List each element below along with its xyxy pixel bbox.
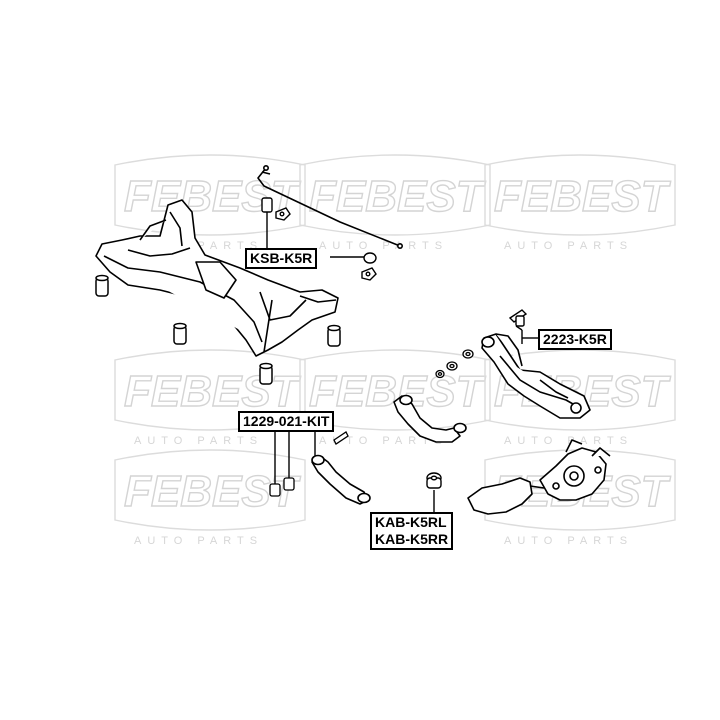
watermark-brand-3: FEBEST [494, 172, 671, 221]
stabilizer-bushing-left [261, 197, 291, 221]
part-number-text-right: KAB-K5RR [375, 531, 449, 547]
part-number-text: 2223-K5R [543, 331, 607, 347]
watermark-brand-4: FEBEST [124, 367, 301, 416]
arm-bushing-1 [462, 349, 474, 359]
knuckle-bushing [426, 472, 442, 489]
watermark-brand-1: FEBEST [124, 172, 301, 221]
watermark-subtitle-5: AUTO PARTS [319, 435, 448, 447]
leader-lines-2223 [515, 325, 538, 344]
watermark-subtitle-3: AUTO PARTS [504, 240, 633, 252]
stabilizer-bar-drawing [257, 165, 403, 250]
leader-lines-1229 [274, 432, 316, 484]
part-label-kab-k5rl-k5rr[interactable]: KAB-K5RL KAB-K5RR [370, 512, 454, 550]
subframe-bushings [95, 274, 341, 385]
subframe-bushing-4 [259, 362, 273, 385]
arm-bolt [508, 309, 528, 327]
watermark-subtitle-4: AUTO PARTS [134, 435, 263, 447]
arm-bushing-2 [446, 361, 458, 371]
stabilizer-bushings [261, 197, 377, 281]
watermark-subtitle-8: AUTO PARTS [504, 535, 633, 547]
watermark-subtitle-7: AUTO PARTS [134, 535, 263, 547]
lateral-link-bushings [269, 477, 295, 497]
watermark-logo: FEBEST AUTO PARTS [299, 154, 491, 252]
watermark-logo: FEBEST AUTO PARTS [484, 154, 676, 252]
watermark-subtitle-2: AUTO PARTS [319, 240, 448, 252]
stabilizer-bushing-right [361, 252, 377, 281]
watermark-subtitle-6: AUTO PARTS [504, 435, 633, 447]
watermark-logo: FEBEST AUTO PARTS [114, 349, 306, 447]
lower-control-arm-drawing [481, 333, 591, 419]
subframe-bushing-1 [95, 274, 109, 297]
part-number-text: KSB-K5R [250, 250, 313, 266]
subframe-bushing-3 [327, 324, 341, 347]
watermark-brand-2: FEBEST [309, 172, 486, 221]
arm-small-bushings [435, 349, 474, 379]
lateral-link-bolt [333, 431, 349, 445]
rear-subframe-drawing [95, 199, 339, 357]
lateral-bushing-1 [269, 483, 281, 497]
lateral-bushing-2 [283, 477, 295, 491]
part-label-ksb-k5r[interactable]: KSB-K5R [245, 248, 318, 269]
part-number-text-left: KAB-K5RL [375, 514, 447, 530]
watermark-layer: FEBEST AUTO PARTS FEBEST AUTO PARTS FEBE… [114, 154, 676, 547]
subframe-bushing-2 [173, 322, 187, 345]
lateral-link-drawing [311, 454, 371, 505]
arm-bushing-3 [435, 369, 445, 379]
knuckle-drawing [467, 439, 611, 515]
watermark-logo: FEBEST AUTO PARTS [114, 449, 306, 547]
leader-lines-ksb [266, 212, 364, 258]
upper-arm-drawing [393, 394, 467, 443]
part-label-1229-021-kit[interactable]: 1229-021-KIT [238, 411, 335, 432]
part-label-2223-k5r[interactable]: 2223-K5R [538, 329, 612, 350]
part-number-text: 1229-021-KIT [243, 413, 330, 429]
